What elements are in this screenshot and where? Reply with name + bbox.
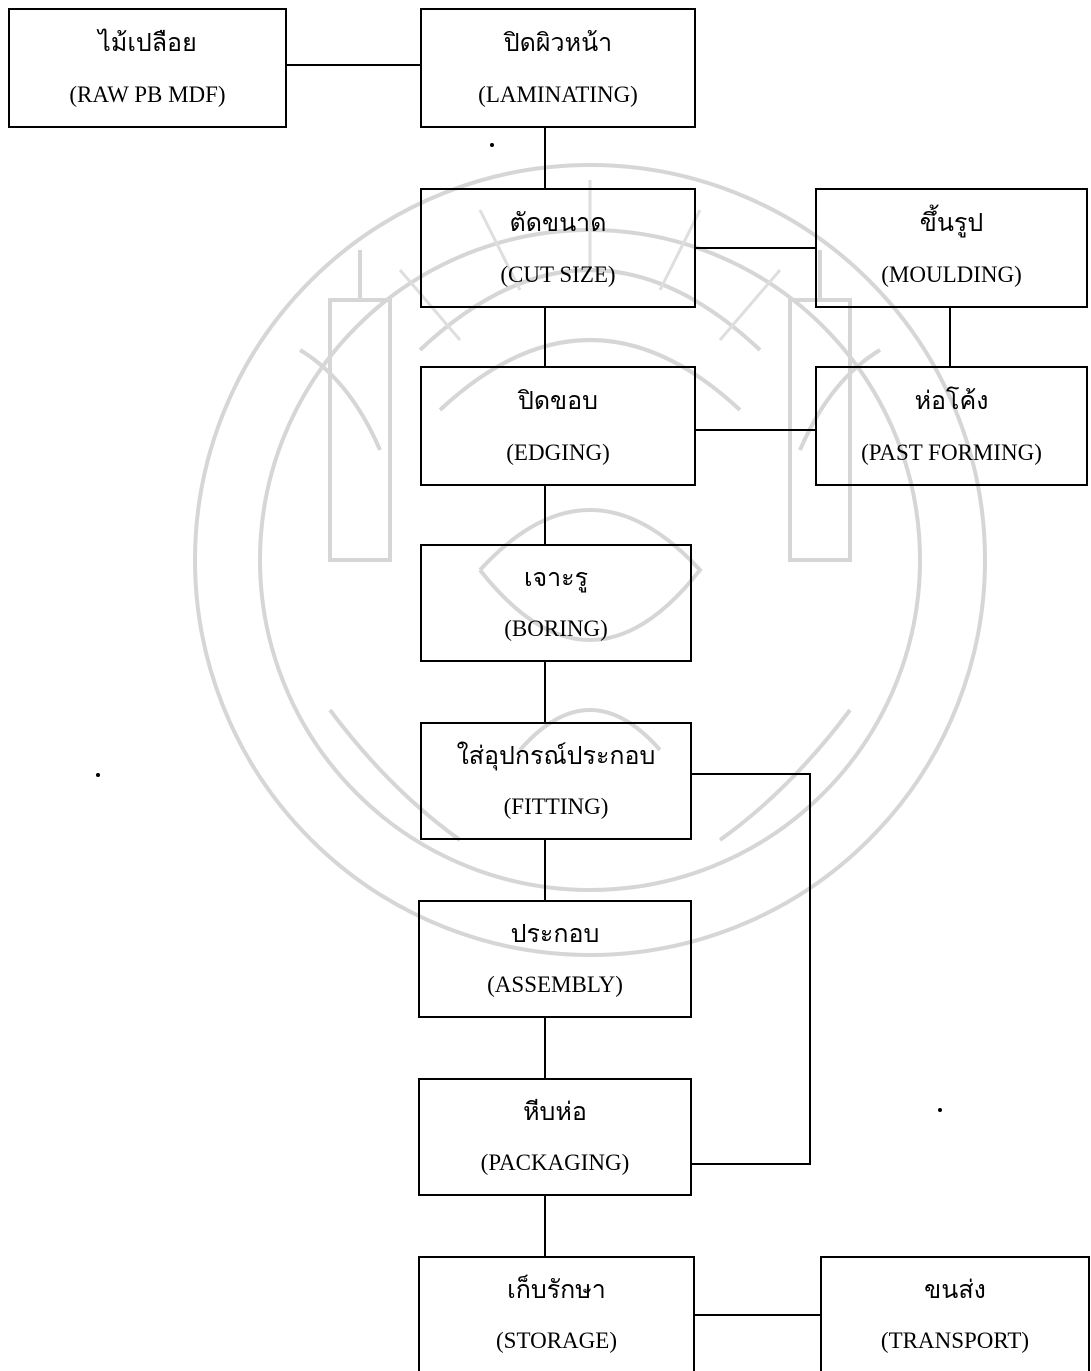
step-raw-box: ไม้เปลือย (RAW PB MDF): [8, 8, 287, 128]
step-cut-size-english: (CUT SIZE): [500, 261, 616, 287]
step-assembly-thai: ประกอบ: [510, 919, 600, 949]
scan-speck: [96, 773, 100, 777]
step-transport-thai: ขนส่ง: [924, 1275, 986, 1305]
step-raw-english: (RAW PB MDF): [69, 81, 226, 107]
step-boring-thai: เจาะรู: [523, 563, 589, 593]
step-transport-box: ขนส่ง (TRANSPORT): [820, 1256, 1090, 1371]
step-boring-english: (BORING): [504, 616, 608, 642]
step-packaging-thai: หีบห่อ: [523, 1097, 587, 1127]
step-cut-size-box: ตัดขนาด (CUT SIZE): [420, 188, 696, 308]
connector-fitting-packaging: [692, 773, 811, 1165]
step-assembly-box: ประกอบ (ASSEMBLY): [418, 900, 692, 1018]
step-laminating-english: (LAMINATING): [478, 81, 638, 107]
step-past-forming-english: (PAST FORMING): [861, 439, 1042, 465]
step-moulding-english: (MOULDING): [881, 261, 1022, 287]
step-fitting-box: ใส่อุปกรณ์ประกอบ (FITTING): [420, 722, 692, 840]
scan-speck: [490, 143, 494, 147]
step-laminating-thai: ปิดผิวหน้า: [503, 27, 613, 57]
step-storage-english: (STORAGE): [496, 1327, 617, 1353]
step-storage-box: เก็บรักษา (STORAGE): [418, 1256, 695, 1371]
step-moulding-box: ขึ้นรูป (MOULDING): [815, 188, 1088, 308]
scan-speck: [938, 1108, 942, 1112]
step-past-forming-box: ห่อโค้ง (PAST FORMING): [815, 366, 1088, 486]
step-edging-thai: ปิดขอบ: [517, 385, 599, 415]
step-edging-box: ปิดขอบ (EDGING): [420, 366, 696, 486]
step-transport-english: (TRANSPORT): [880, 1327, 1030, 1353]
step-assembly-english: (ASSEMBLY): [487, 972, 623, 998]
step-boring-box: เจาะรู (BORING): [420, 544, 692, 662]
step-edging-english: (EDGING): [506, 439, 610, 465]
step-moulding-thai: ขึ้นรูป: [919, 207, 984, 237]
step-fitting-english: (FITTING): [503, 794, 609, 820]
step-packaging-box: หีบห่อ (PACKAGING): [418, 1078, 692, 1196]
step-past-forming-thai: ห่อโค้ง: [914, 385, 989, 415]
university-seal-watermark-icon: [193, 163, 987, 957]
step-storage-thai: เก็บรักษา: [507, 1275, 606, 1305]
step-fitting-thai: ใส่อุปกรณ์ประกอบ: [456, 741, 656, 771]
step-laminating-box: ปิดผิวหน้า (LAMINATING): [420, 8, 696, 128]
step-raw-thai: ไม้เปลือย: [98, 27, 197, 57]
step-packaging-english: (PACKAGING): [480, 1150, 630, 1176]
step-cut-size-thai: ตัดขนาด: [509, 207, 607, 237]
